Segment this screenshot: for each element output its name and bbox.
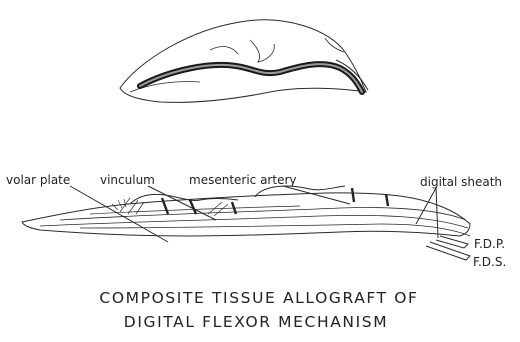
caption-line-1: COMPOSITE TISSUE ALLOGRAFT OF (99, 289, 418, 307)
leader-mesenteric-artery (283, 186, 350, 204)
label-digital-sheath: digital sheath (420, 175, 502, 189)
caption-line-2: DIGITAL FLEXOR MECHANISM (124, 313, 388, 331)
leader-digital-sheath-2 (436, 188, 438, 238)
label-vinculum: vinculum (100, 173, 155, 187)
label-fds: F.D.S. (473, 255, 506, 269)
label-fdp: F.D.P. (474, 237, 505, 251)
label-mesenteric-artery: mesenteric artery (189, 173, 297, 187)
leader-digital-sheath-1 (416, 188, 436, 224)
finger-illustration (120, 20, 368, 102)
label-volar-plate: volar plate (6, 173, 70, 187)
